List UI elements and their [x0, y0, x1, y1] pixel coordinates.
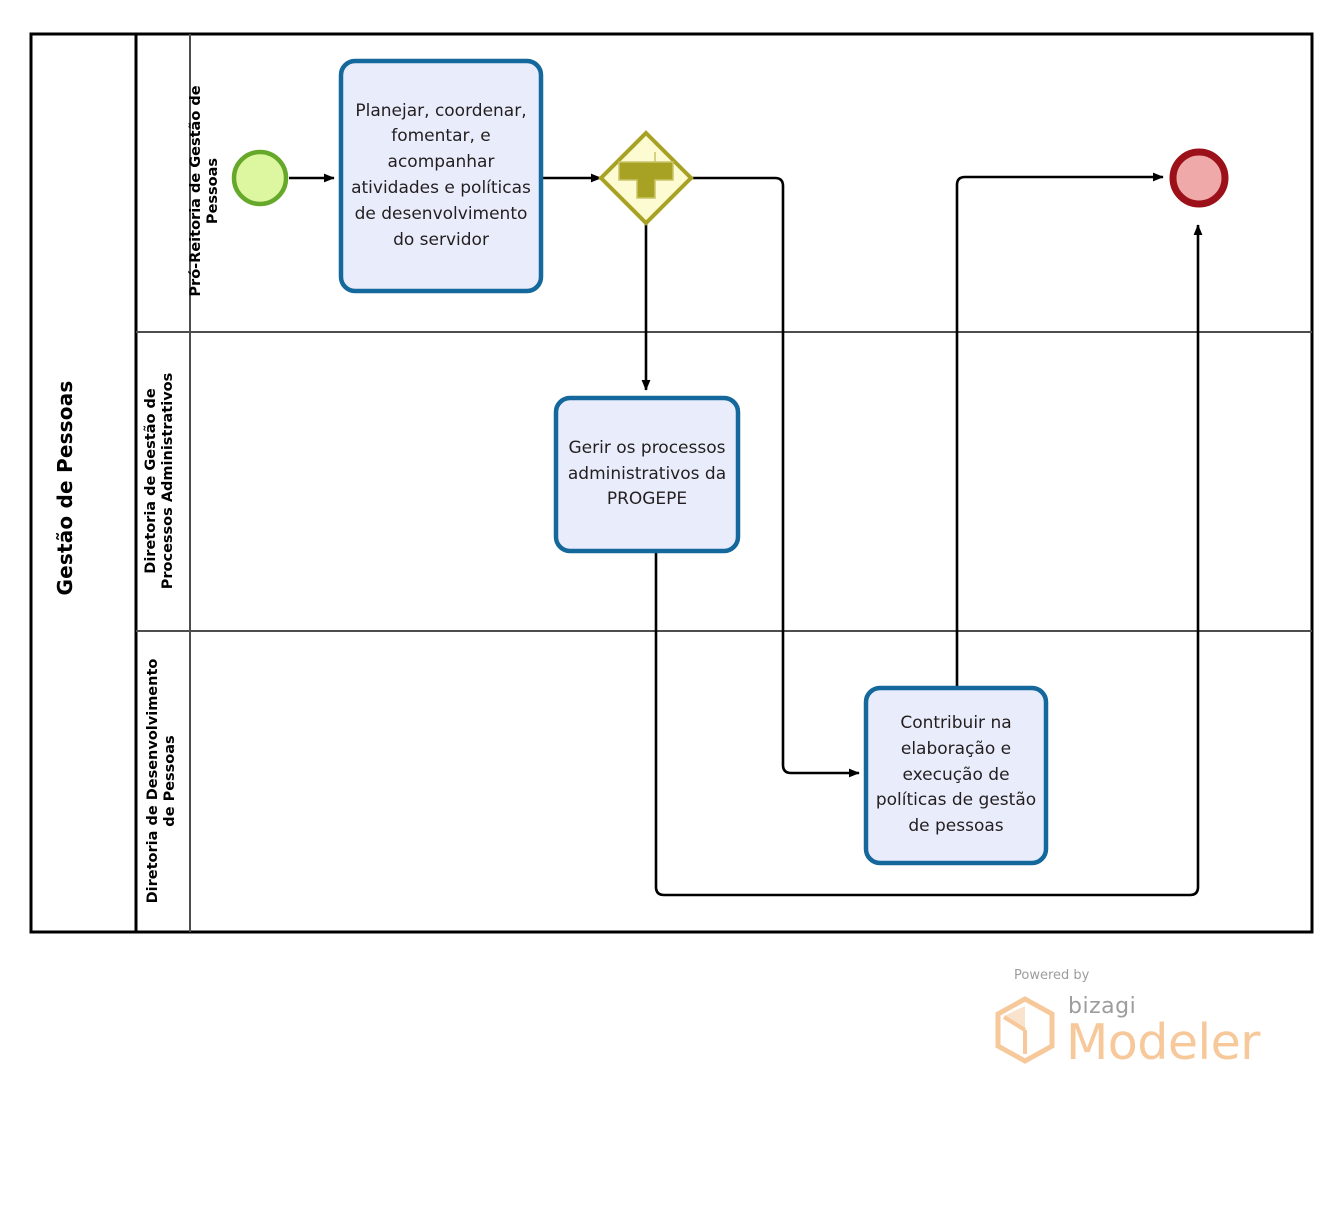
sequence-flows	[289, 172, 1203, 897]
parallel-gateway[interactable]	[598, 130, 694, 226]
lane-title-pro-reitoria: Pró-Reitoria de Gestão de Pessoas	[188, 85, 222, 297]
lane-title-desenvolvimento-pessoas: Diretoria de Desenvolvimento de Pessoas	[145, 658, 179, 904]
plus-icon	[618, 152, 674, 199]
task-contribuir-politicas[interactable]	[863, 685, 1049, 866]
flow-task2-to-end	[654, 224, 1203, 897]
end-event[interactable]	[1169, 148, 1229, 208]
flow-task3-to-end	[955, 172, 1164, 688]
pool-title: Gestão de Pessoas	[53, 380, 77, 596]
flow-gateway-to-task3	[691, 176, 860, 778]
hexagon-icon	[995, 996, 1055, 1064]
bizagi-brand-label: bizagi	[1068, 994, 1137, 1019]
lane-title-processos-administrativos: Diretoria de Gestão de Processos Adminis…	[143, 372, 177, 590]
modeler-product-label: Modeler	[1066, 1014, 1260, 1071]
powered-by-label: Powered by	[1014, 968, 1090, 983]
task-planejar-coordenar[interactable]	[338, 58, 544, 294]
bizagi-watermark: Powered by bizagi Modeler	[968, 968, 1260, 1078]
lane-separators	[136, 34, 1312, 932]
start-event[interactable]	[231, 149, 289, 207]
task-gerir-processos[interactable]	[553, 395, 741, 554]
